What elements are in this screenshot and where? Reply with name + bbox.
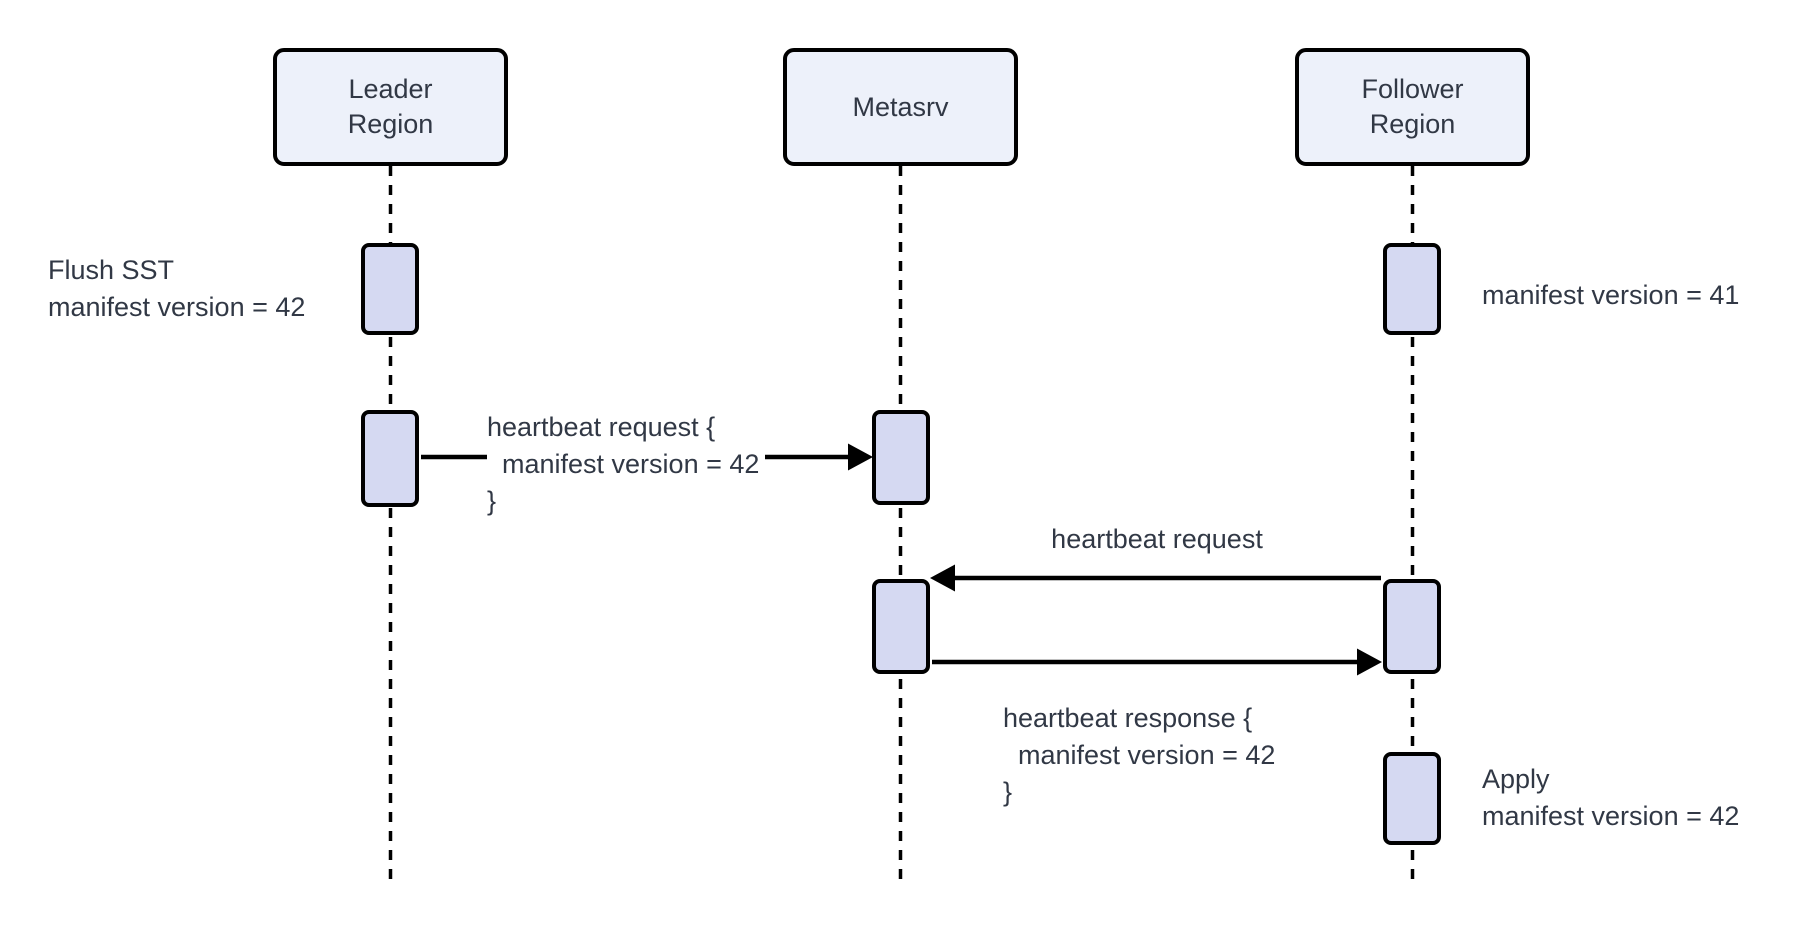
label-manifest-version-41: manifest version = 41: [1482, 280, 1740, 310]
arrow-heartbeat-request-leader-head: [848, 443, 873, 471]
participant-metasrv: Metasrv: [783, 48, 1018, 166]
participant-leader-region: Leader Region: [273, 48, 508, 166]
arrow-heartbeat-request-follower-head: [930, 564, 955, 592]
activation-follower-manifest41: [1383, 243, 1441, 335]
activation-follower-heartbeat: [1383, 579, 1441, 674]
label-apply-manifest-42: Apply manifest version = 42: [1482, 764, 1740, 831]
arrow-heartbeat-response-head: [1357, 648, 1382, 676]
activation-metasrv-heartbeat-follower: [872, 579, 930, 674]
participant-follower-region: Follower Region: [1295, 48, 1530, 166]
activation-metasrv-heartbeat-leader: [872, 410, 930, 505]
label-heartbeat-request: heartbeat request: [1051, 524, 1263, 554]
label-heartbeat-request-block: heartbeat request { manifest version = 4…: [487, 409, 766, 520]
activation-leader-flush: [361, 243, 419, 335]
label-heartbeat-response-block: heartbeat response { manifest version = …: [1003, 703, 1276, 807]
label-flush-sst: Flush SST manifest version = 42: [48, 255, 306, 322]
activation-follower-apply: [1383, 752, 1441, 845]
activation-leader-heartbeat: [361, 410, 419, 507]
